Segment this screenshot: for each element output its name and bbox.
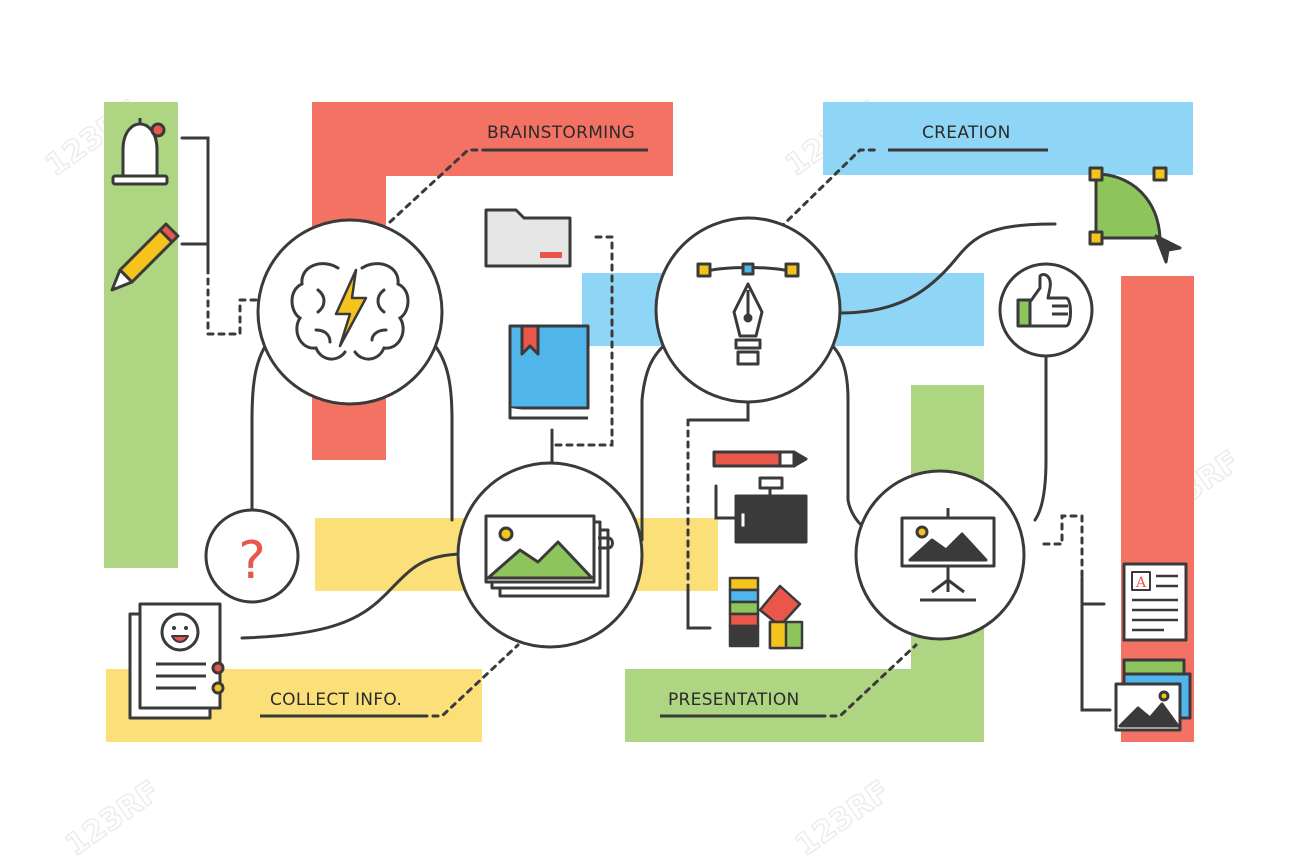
graphics-tablet-icon [734, 476, 808, 544]
background-bands [104, 102, 1194, 742]
bezier-shape-icon [1088, 166, 1182, 264]
connector-tools-bracket [686, 484, 742, 630]
watermark: 123RF [59, 774, 166, 864]
label-creation: CREATION [922, 123, 1011, 143]
brain-icon [290, 262, 410, 361]
connector-brain-to-photos [430, 340, 454, 522]
connector-photos-to-pen [640, 340, 670, 542]
connector-documents-bracket [1080, 576, 1112, 712]
photos-icon [484, 514, 614, 598]
brain-node [256, 218, 444, 406]
connector-pen-to-easel [824, 338, 864, 528]
connector-dotted-presentation [818, 643, 918, 718]
book-icon [508, 324, 590, 420]
question-node: ? [204, 508, 300, 604]
thumbs-up-node [998, 262, 1094, 358]
color-palette-icon [728, 576, 804, 650]
connector-dotted-collect [420, 643, 520, 718]
thumbs-up-icon [1016, 273, 1072, 328]
lightning-bolt-icon [334, 268, 368, 348]
connector-easel-to-thumb [1033, 354, 1048, 522]
connector-dotted-creation [778, 148, 882, 230]
connector-pen-to-tools [688, 398, 750, 422]
blue-band-top [823, 102, 1193, 175]
presentation-node [854, 469, 1026, 641]
smiley-eye [184, 626, 188, 630]
pencil-icon [110, 222, 180, 292]
connector-bracket-left [180, 136, 210, 270]
marker-pen-icon [712, 450, 808, 468]
connector-dotted-easel-right [1042, 514, 1084, 580]
photos-node [456, 461, 644, 649]
article-document-icon: A [1122, 562, 1188, 642]
question-mark-icon: ? [238, 531, 266, 591]
label-collect-info: COLLECT INFO. [270, 690, 402, 710]
letter-a-icon: A [1135, 575, 1147, 591]
resume-document-icon [128, 602, 225, 720]
pen-tool-node [654, 216, 842, 404]
label-underlines [260, 148, 1048, 718]
connector-dotted-brainstorm [388, 148, 490, 224]
connectors [180, 136, 1112, 718]
bell-icon [111, 118, 169, 186]
gallery-images-icon [1114, 658, 1192, 732]
folder-icon [484, 208, 572, 268]
label-presentation: PRESENTATION [668, 690, 800, 710]
connector-dotted-left [206, 266, 264, 336]
easel-icon [900, 508, 996, 602]
connector-dotted-folder [550, 235, 614, 447]
watermark: 123RF [789, 774, 896, 864]
label-brainstorming: BRAINSTORMING [487, 123, 635, 143]
cursor-arrow-icon [1154, 234, 1182, 264]
pen-tool-icon [696, 262, 800, 366]
smiley-eye [172, 626, 176, 630]
green-band-bottom [625, 669, 984, 742]
connector-pen-to-shape [838, 222, 1057, 315]
connector-collect-to-photos [240, 552, 464, 640]
connector-brain-to-question [250, 340, 270, 510]
